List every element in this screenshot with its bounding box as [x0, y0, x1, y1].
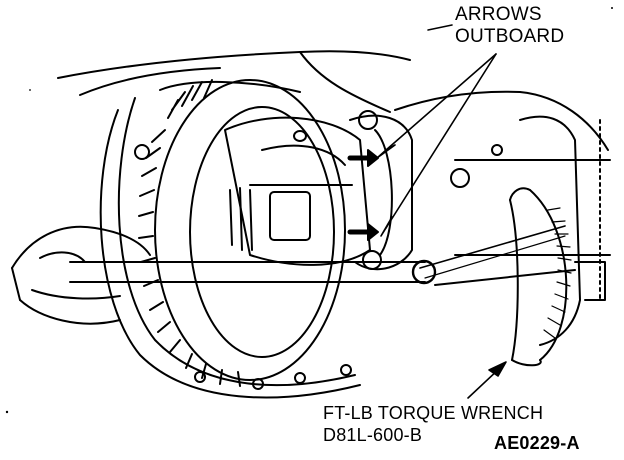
outboard-arrows — [347, 149, 379, 241]
bearing-cap — [349, 110, 413, 271]
arrows-outboard-label: ARROWS OUTBOARD — [455, 4, 564, 48]
arrows-callout-leaders — [376, 24, 497, 237]
torque-wrench — [69, 115, 606, 367]
figure-code: AE0229-A — [494, 433, 580, 453]
torque-wrench-label-line1: FT-LB TORQUE WRENCH — [323, 403, 544, 423]
wrench-callout-leader — [467, 361, 507, 399]
torque-wrench-label: FT-LB TORQUE WRENCH D81L-600-B — [323, 402, 543, 446]
print-specks — [5, 7, 613, 414]
arrows-outboard-label-line1: ARROWS — [455, 4, 542, 25]
differential-case — [224, 116, 371, 266]
technician-hand — [11, 225, 151, 325]
arrows-outboard-label-line2: OUTBOARD — [455, 26, 565, 47]
torque-wrench-label-line2: D81L-600-B — [323, 425, 423, 445]
axle-housing — [57, 50, 611, 301]
ring-gear — [138, 79, 346, 387]
